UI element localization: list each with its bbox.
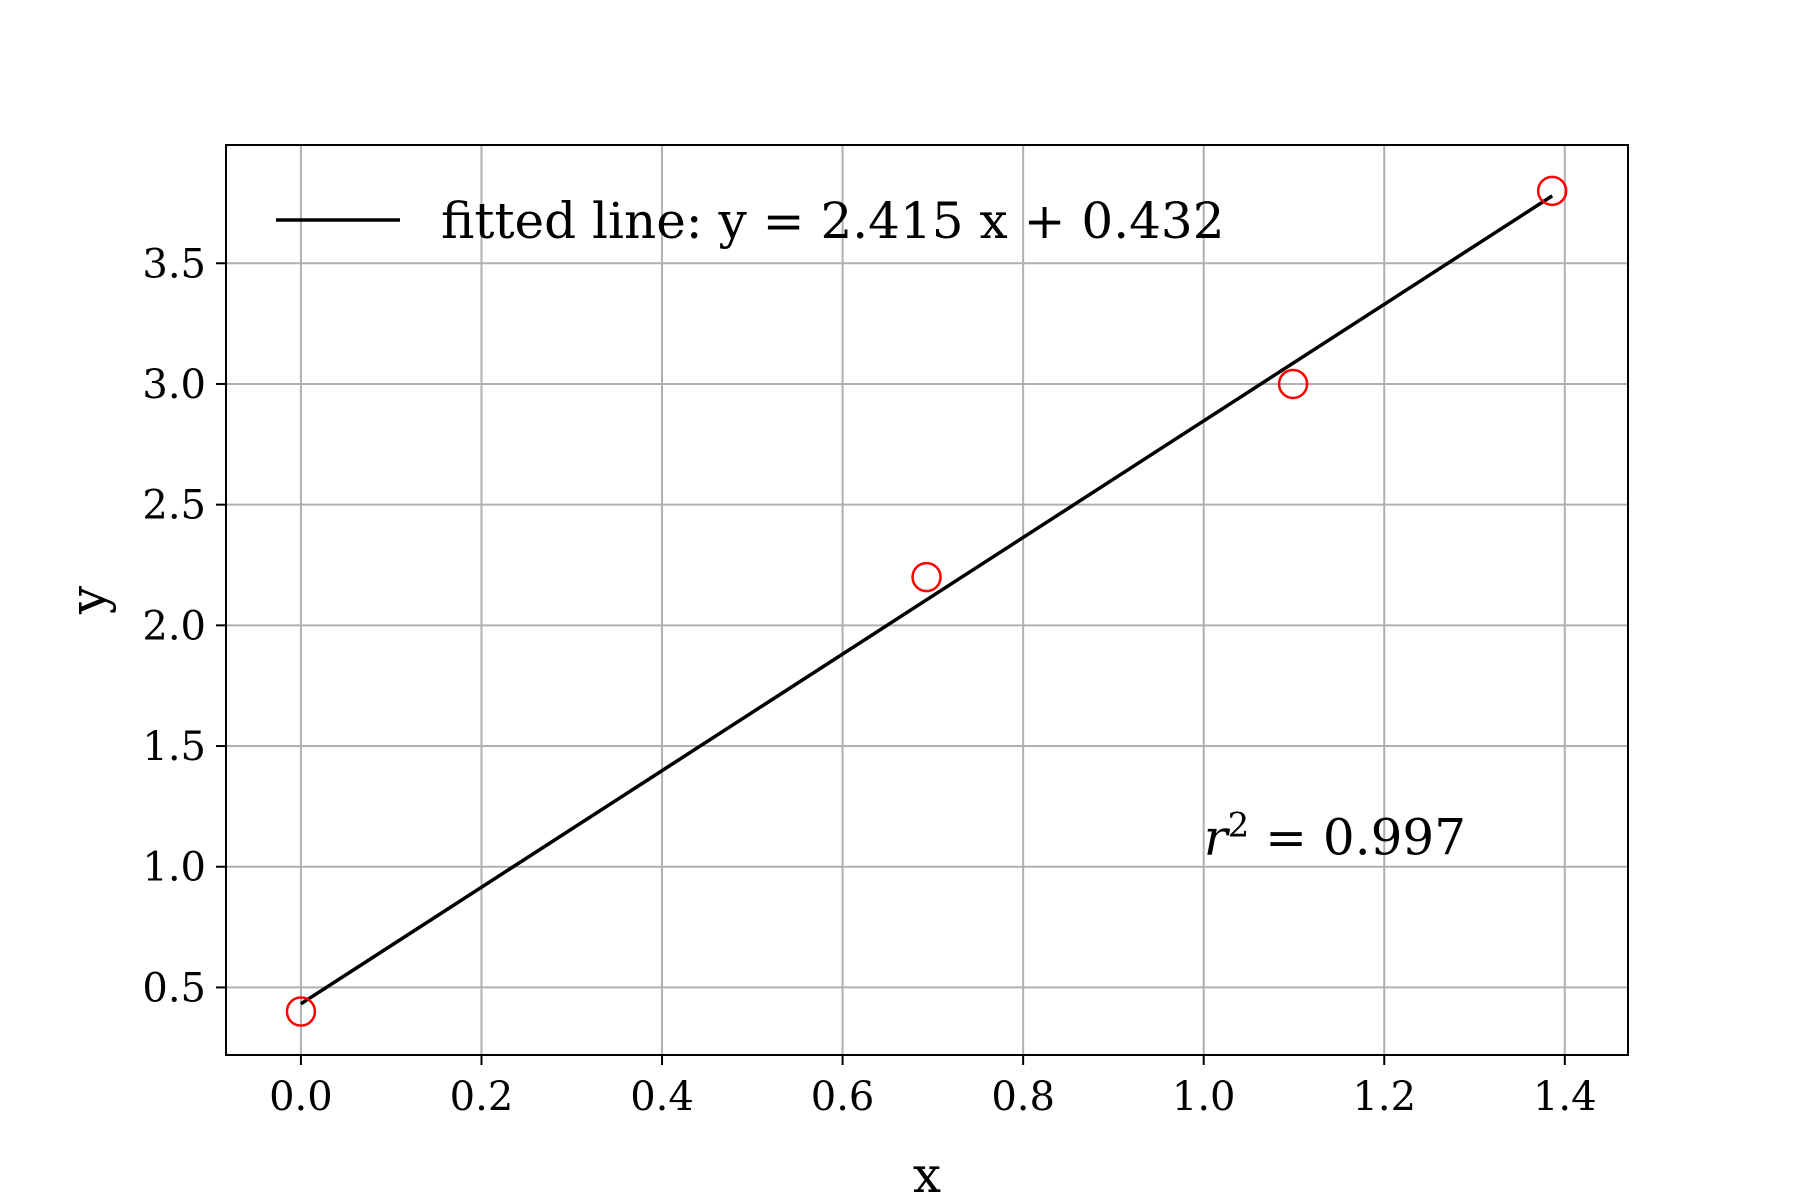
y-axis-label: y (59, 585, 117, 615)
data-point (285, 996, 317, 1027)
r-squared-annotation: r2 = 0.997 (1204, 806, 1466, 867)
data-point (1277, 368, 1309, 400)
x-axis-label: x (913, 1146, 941, 1200)
data-points (285, 175, 1568, 1027)
y-tick-label: 3.5 (142, 241, 206, 287)
annotation-value: = 0.997 (1249, 809, 1466, 867)
y-tick-label: 1.5 (142, 724, 206, 770)
annotation-superscript: 2 (1228, 806, 1250, 846)
x-tick-label: 0.6 (811, 1074, 875, 1120)
fit-line-layer (299, 194, 1554, 1006)
y-tick-label: 3.0 (142, 362, 206, 408)
x-tick-label: 1.4 (1533, 1074, 1597, 1120)
y-tick-label: 0.5 (142, 965, 206, 1011)
ticks: 0.0 0.2 0.4 0.6 0.8 1.0 1.2 1.4 0.5 1.0 1.5 2.0 2.5 3… (142, 241, 1596, 1120)
fitted-line (299, 194, 1554, 1006)
data-point (911, 561, 942, 593)
legend: fitted line: y = 2.415 x + 0.432 (276, 192, 1225, 250)
y-tick-label: 2.0 (142, 603, 206, 649)
y-tick-label: 1.0 (142, 845, 206, 891)
grid (226, 145, 1628, 1055)
data-point (1536, 175, 1568, 207)
x-tick-label: 1.2 (1352, 1074, 1416, 1120)
x-tick-label: 0.4 (630, 1074, 694, 1120)
annotation-variable: r (1204, 809, 1231, 867)
plot-frame (225, 144, 1629, 1056)
x-tick-label: 0.8 (991, 1074, 1055, 1120)
x-tick-label: 0.0 (269, 1074, 333, 1120)
legend-label: fitted line: y = 2.415 x + 0.432 (441, 192, 1225, 250)
x-tick-label: 0.2 (450, 1074, 514, 1120)
x-tick-label: 1.0 (1172, 1074, 1236, 1120)
y-tick-label: 2.5 (142, 483, 206, 529)
